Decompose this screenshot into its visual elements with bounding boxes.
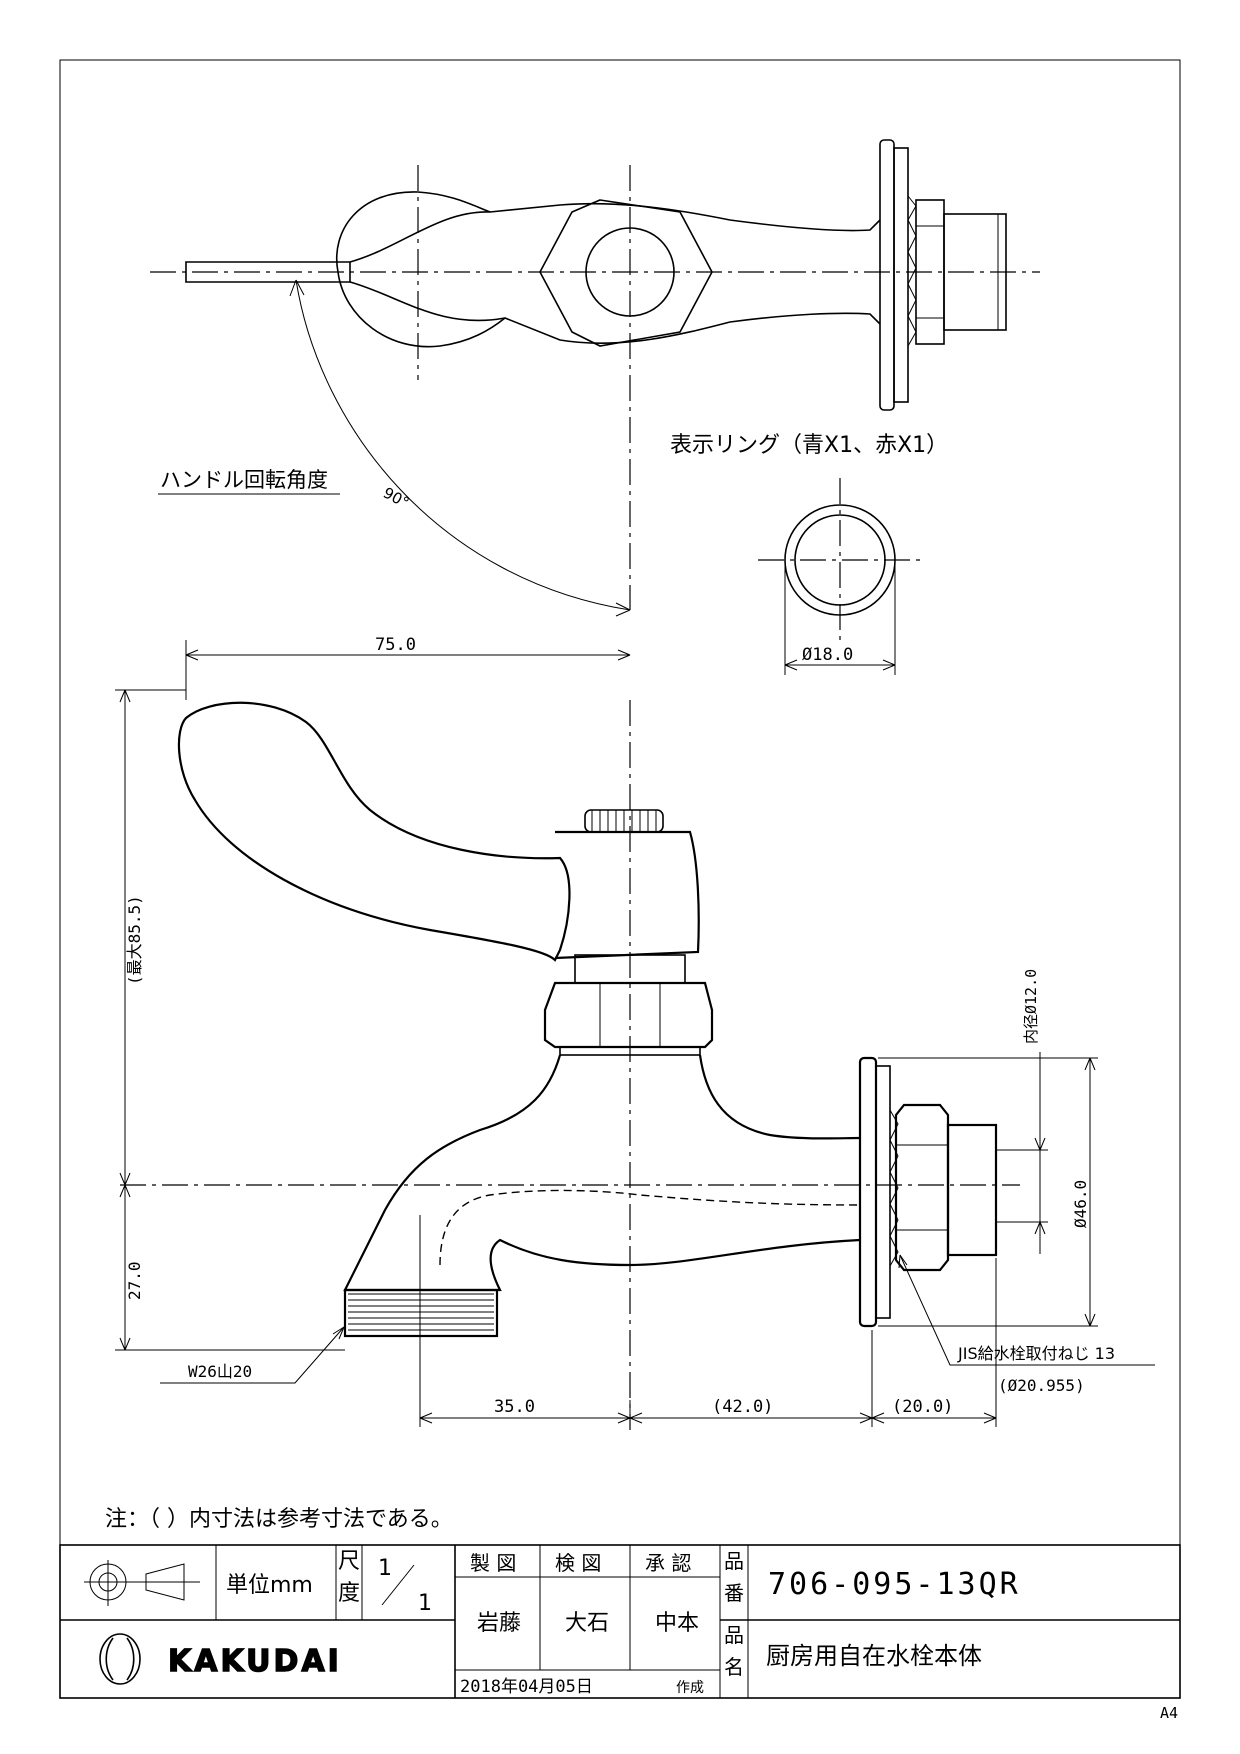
title-block [59, 1544, 1181, 1699]
unit-label: 単位mm [226, 1573, 313, 1598]
drawn-header: 製 図 [470, 1551, 516, 1575]
angle-label: 90° [380, 484, 412, 512]
handle-reach-dim: 75.0 [375, 635, 416, 655]
ring-diameter-dim: Ø18.0 [802, 645, 853, 665]
spout-height-dim: 27.0 [125, 1261, 144, 1300]
checked-by: 大石 [565, 1611, 609, 1636]
creation-date: 2018年04月05日 [460, 1677, 593, 1697]
thread-length-dim: (20.0) [892, 1397, 953, 1417]
scale-label-top: 尺 [338, 1549, 360, 1574]
drawn-by: 岩藤 [477, 1611, 521, 1636]
part-no-label-bottom: 番 [724, 1581, 744, 1605]
sheet-border [59, 59, 1181, 1699]
paper-size: A4 [1160, 1704, 1178, 1722]
ring-view [758, 478, 920, 675]
created-label: 作成 [676, 1680, 704, 1696]
max-height-dim: (最大85.5) [125, 895, 144, 985]
scale-numerator: 1 [378, 1556, 392, 1581]
part-number: 706-095-13QR [768, 1567, 1021, 1602]
spout-thread-label: W26山20 [188, 1362, 252, 1381]
inner-diameter-dim: 内径Ø12.0 [1022, 969, 1040, 1044]
ring-label: 表示リング（青X1、赤X1） [670, 433, 948, 458]
dim-right-diameters [878, 1052, 1098, 1327]
projection-symbol-icon [84, 1560, 200, 1606]
approved-header: 承 認 [645, 1551, 691, 1575]
side-view [120, 700, 1020, 1430]
jis-thread-dia-label: (Ø20.955) [998, 1376, 1085, 1395]
kakudai-logo-icon [99, 1633, 141, 1685]
part-name-label-bottom: 名 [724, 1655, 744, 1679]
flange-diameter-dim: Ø46.0 [1071, 1180, 1090, 1228]
scale-denominator: 1 [418, 1591, 432, 1616]
brand-name: KAKUDAI [168, 1644, 342, 1679]
part-name-label-top: 品 [724, 1623, 744, 1647]
jis-thread-label: JIS給水栓取付ねじ 13 [957, 1344, 1115, 1363]
checked-header: 検 図 [555, 1551, 601, 1575]
part-no-label-top: 品 [724, 1549, 744, 1573]
reference-note: 注：（ ）内寸法は参考寸法である。 [105, 1507, 453, 1532]
approved-by: 中本 [655, 1611, 699, 1636]
spout-offset-dim: 35.0 [494, 1397, 535, 1417]
top-view [150, 139, 1040, 617]
handle-rotation-label: ハンドル回転角度 [160, 468, 328, 492]
dim-heights [115, 689, 345, 1351]
part-name: 厨房用自在水栓本体 [766, 1642, 982, 1670]
dim-bottom [419, 1215, 997, 1427]
body-length-dim: (42.0) [712, 1397, 773, 1417]
scale-label-bottom: 度 [338, 1581, 360, 1606]
thread-leaders [160, 1254, 1155, 1384]
